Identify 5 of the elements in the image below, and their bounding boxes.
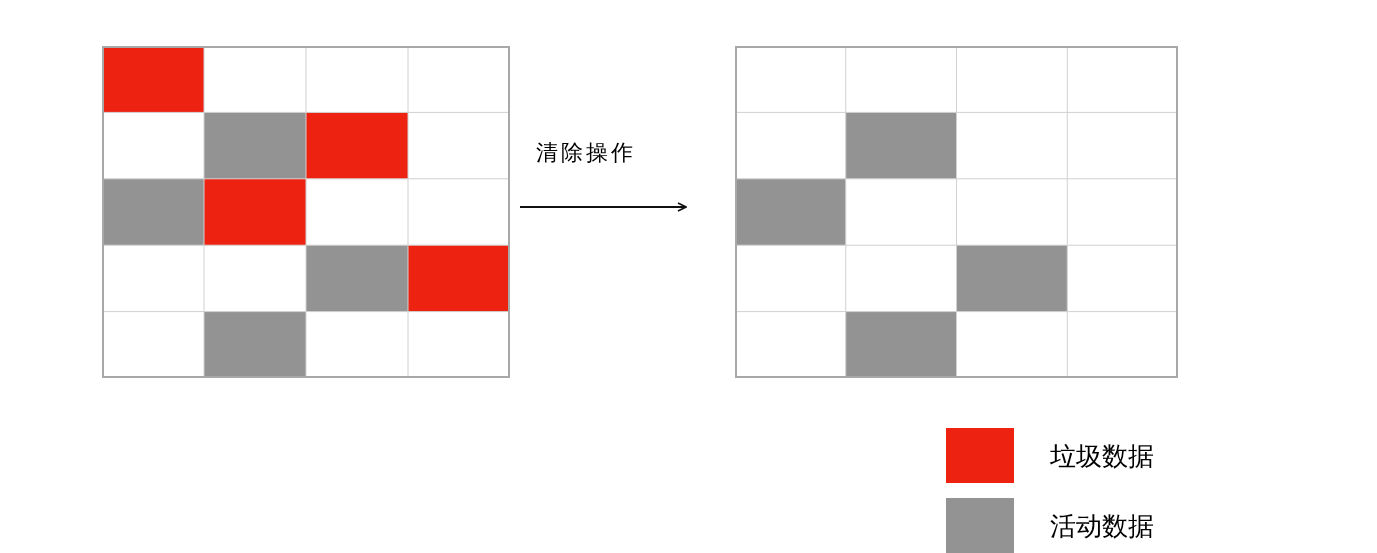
arrow <box>519 202 687 212</box>
memory-grid-drawing <box>102 46 510 378</box>
legend-label: 活动数据 <box>1050 510 1154 543</box>
memory-grid-drawing <box>735 46 1178 378</box>
legend-label: 垃圾数据 <box>1050 440 1154 473</box>
